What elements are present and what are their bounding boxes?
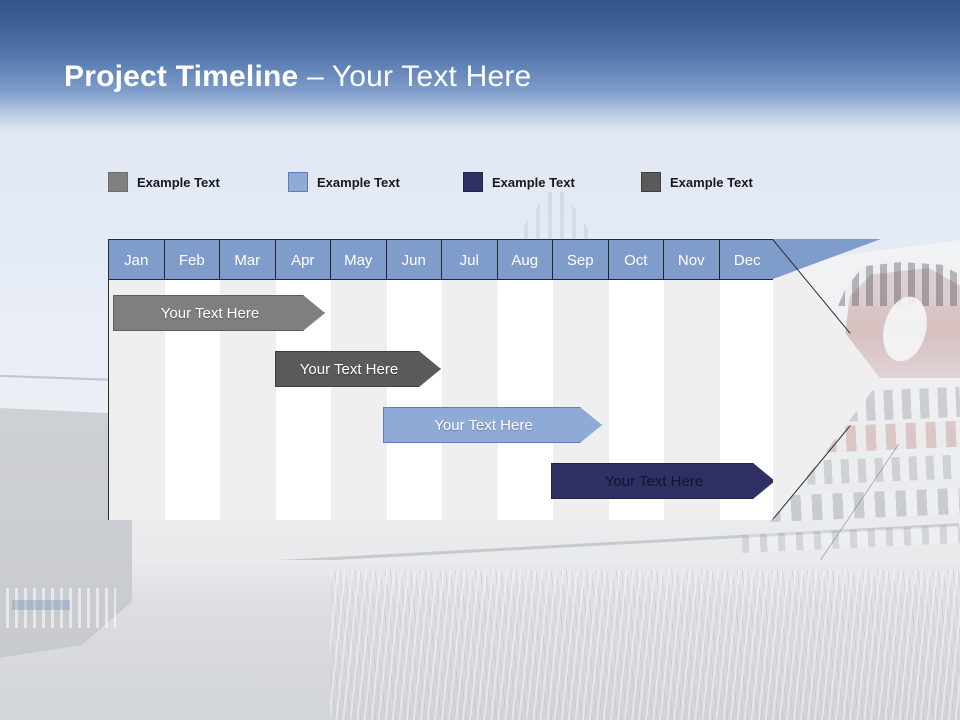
photo-left-windows [6, 588, 116, 628]
month-header-row: Jan Feb Mar Apr May Jun Jul Aug Sep Oct … [109, 240, 775, 280]
legend-label-4: Example Text [670, 174, 753, 190]
legend-swatch-gray-dark [641, 172, 661, 192]
timeline-bar-1-label: Your Text Here [160, 304, 260, 322]
timeline-bar-1-shape [113, 295, 325, 331]
column-aug [497, 280, 553, 520]
month-header-mar[interactable]: Mar [220, 240, 276, 280]
legend-label-2: Example Text [317, 174, 400, 190]
legend-swatch-navy [463, 172, 483, 192]
month-header-oct[interactable]: Oct [609, 240, 664, 280]
timeline-arrow-head-fill [773, 239, 881, 520]
month-header-jul[interactable]: Jul [442, 240, 498, 280]
month-header-aug[interactable]: Aug [498, 240, 553, 280]
month-header-sep[interactable]: Sep [553, 240, 609, 280]
month-header-nov[interactable]: Nov [664, 240, 720, 280]
month-header-dec[interactable]: Dec [733, 251, 761, 269]
timeline-bar-1[interactable]: Your Text Here [113, 295, 325, 331]
title-band [0, 0, 960, 132]
page-title-rest: Your Text Here [331, 60, 532, 93]
timeline-bar-3-label: Your Text Here [434, 416, 533, 434]
photo-sea [0, 560, 960, 720]
legend-label-1: Example Text [137, 174, 220, 190]
column-jul [442, 280, 498, 520]
column-jun [386, 280, 442, 520]
legend-swatch-blue [288, 172, 308, 192]
month-header-may[interactable]: May [331, 240, 387, 280]
timeline-bar-4[interactable]: Your Text Here [551, 463, 775, 499]
timeline-bar-4-shape [551, 463, 775, 499]
timeline-bar-2-shape [275, 351, 441, 387]
photo-left-blue-accent [12, 600, 70, 610]
legend-item-3[interactable]: Example Text [463, 170, 575, 194]
timeline-bar-3-shape [383, 407, 602, 443]
month-header-jun[interactable]: Jun [387, 240, 442, 280]
month-header-underline [109, 279, 775, 280]
timeline-bar-2[interactable]: Your Text Here [275, 351, 441, 387]
timeline-chart: Jan Feb Mar Apr May Jun Jul Aug Sep Oct … [108, 239, 775, 520]
column-may [331, 280, 387, 520]
timeline-arrow-head [772, 239, 881, 520]
timeline-bar-2-label: Your Text Here [299, 360, 399, 378]
month-header-jan[interactable]: Jan [109, 240, 165, 280]
legend-item-2[interactable]: Example Text [288, 170, 400, 194]
page-title: Project Timeline – Your Text Here [64, 60, 531, 94]
month-header-apr[interactable]: Apr [276, 240, 331, 280]
page-title-bold: Project Timeline [64, 60, 299, 93]
timeline-bar-4-label: Your Text Here [604, 472, 704, 490]
legend-label-3: Example Text [492, 174, 575, 190]
legend: Example Text Example Text Example Text E… [108, 170, 848, 194]
photo-sea-sparkle [330, 570, 960, 720]
month-header-feb[interactable]: Feb [165, 240, 220, 280]
legend-item-4[interactable]: Example Text [641, 170, 753, 194]
legend-item-1[interactable]: Example Text [108, 170, 220, 194]
legend-swatch-gray-light [108, 172, 128, 192]
timeline-bar-3[interactable]: Your Text Here [383, 407, 602, 443]
page-title-dash: – [298, 60, 332, 93]
